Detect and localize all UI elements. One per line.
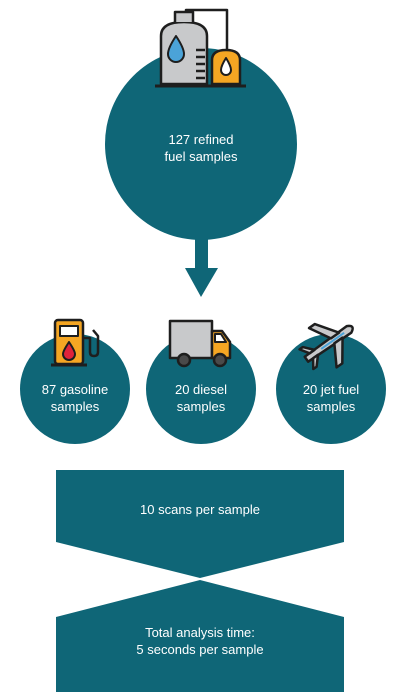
refined-fuel-label-line2: fuel samples [165, 149, 238, 164]
refinery-tanks-icon [155, 8, 246, 88]
truck-icon [168, 319, 232, 368]
diesel-label-line2: samples [177, 399, 226, 414]
jet-fuel-label-line1: 20 jet fuel [303, 382, 359, 397]
airplane-icon [298, 322, 354, 371]
down-arrow [185, 236, 218, 297]
gasoline-label-line1: 87 gasoline [42, 382, 109, 397]
jet-fuel-label-line2: samples [307, 399, 356, 414]
gasoline-label-line2: samples [51, 399, 100, 414]
analysis-time-label-line2: 5 seconds per sample [136, 642, 263, 657]
refined-fuel-label-line1: 127 refined [168, 132, 233, 147]
fuel-pump-icon [51, 318, 100, 367]
refined-fuel-node [105, 48, 297, 240]
analysis-time-step-shape [56, 580, 344, 692]
jet-fuel-node [276, 334, 386, 444]
diesel-label-line1: 20 diesel [175, 382, 227, 397]
scans-step-label: 10 scans per sample [140, 502, 260, 517]
diesel-node [146, 334, 256, 444]
analysis-time-label-line1: Total analysis time: [145, 625, 255, 640]
gasoline-node [20, 334, 130, 444]
scans-step-shape [56, 470, 344, 578]
